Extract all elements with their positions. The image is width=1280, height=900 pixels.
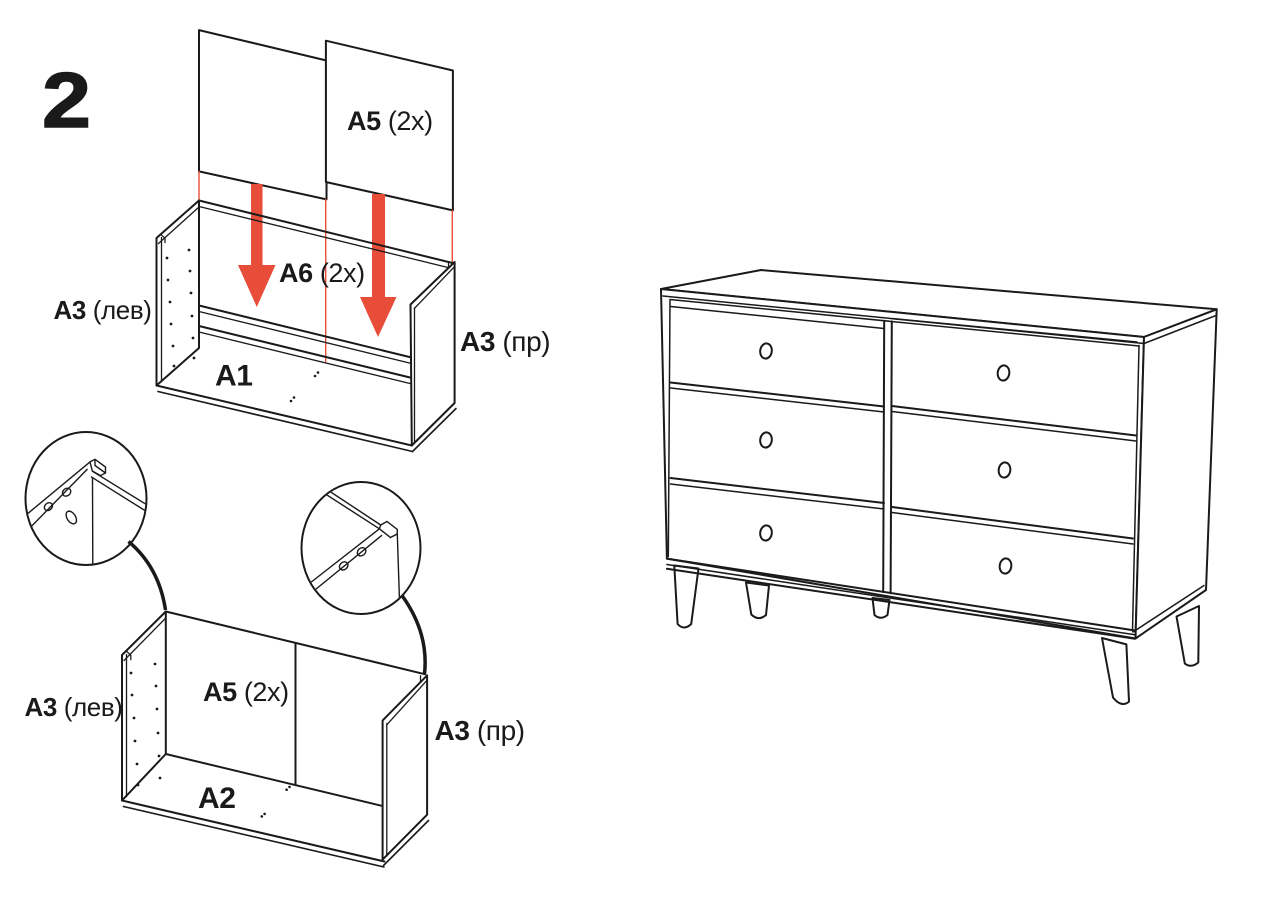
svg-text:2: 2 [42, 57, 91, 144]
svg-text:A1: A1 [215, 360, 253, 393]
svg-text:A5 (2x): A5 (2x) [347, 106, 433, 136]
svg-text:A3 (пр): A3 (пр) [435, 715, 525, 746]
svg-text:A6 (2x): A6 (2x) [279, 258, 365, 288]
svg-text:A2: A2 [198, 782, 236, 815]
svg-text:A3 (пр): A3 (пр) [460, 326, 550, 357]
svg-text:A5 (2x): A5 (2x) [203, 677, 289, 707]
svg-text:A3 (лев): A3 (лев) [25, 692, 123, 722]
svg-text:A3 (лев): A3 (лев) [54, 295, 152, 325]
